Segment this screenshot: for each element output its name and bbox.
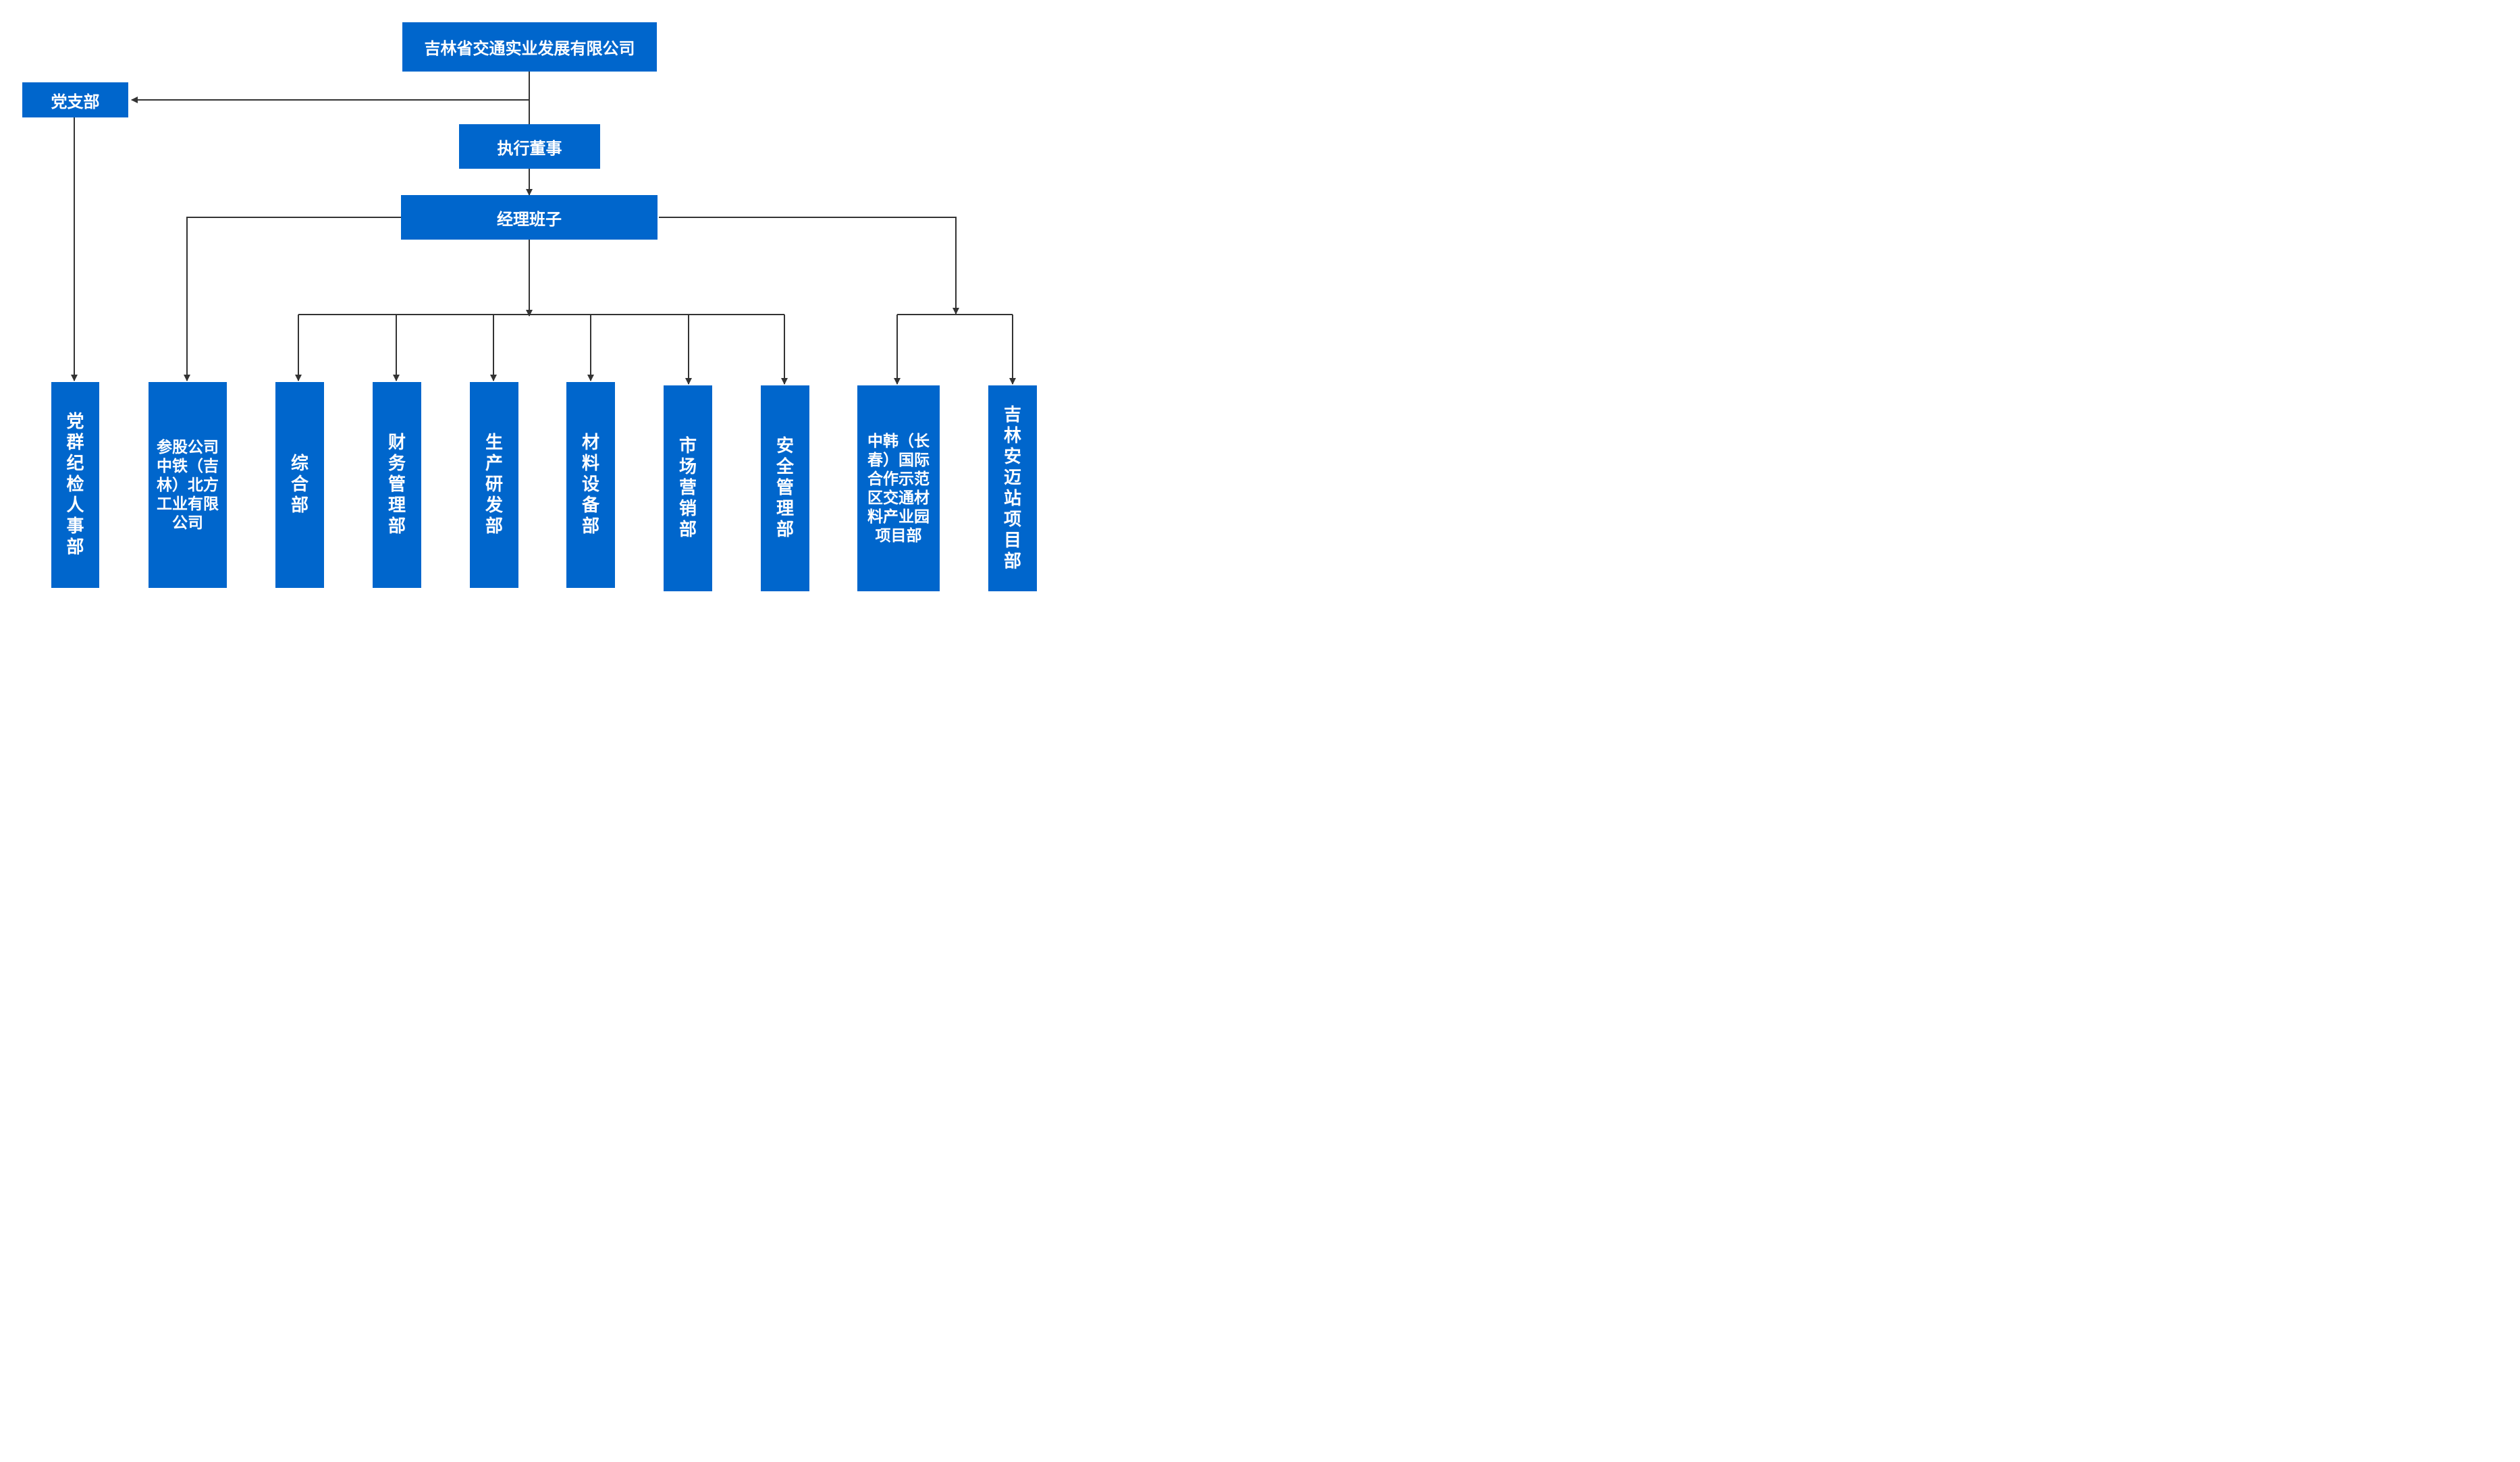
executive-director-label: 执行董事 [497,138,562,158]
link-management-equity [184,217,401,381]
anmai-station-project-label: 吉林安迈站项目部 [1003,404,1021,572]
party-discipline-hr-node: 党群纪检人事部 [51,382,99,588]
marketing-dept-label: 市场营销部 [678,436,697,540]
party-discipline-hr-label: 党群纪检人事部 [66,412,84,558]
marketing-dept-node: 市场营销部 [664,385,712,591]
safety-dept-label: 安全管理部 [776,436,794,540]
anmai-station-project-node: 吉林安迈站项目部 [988,385,1037,591]
rnd-dept-node: 生产研发部 [470,382,518,588]
materials-dept-label: 材料设备部 [581,433,599,537]
industrial-park-project-node: 中韩（长春）国际合作示范区交通材料产业园项目部 [857,385,940,591]
party-branch-node: 党支部 [22,82,128,117]
org-chart: 吉林省交通实业发展有限公司 党支部 执行董事 经理班子 党群纪检人事部 参股公司… [0,0,1058,614]
company-label: 吉林省交通实业发展有限公司 [424,39,635,58]
equity-company-node: 参股公司中铁（吉林）北方工业有限公司 [149,382,227,588]
connector-lines [71,72,1016,385]
general-dept-node: 综合部 [275,382,324,588]
safety-dept-node: 安全管理部 [761,385,809,591]
finance-dept-label: 财务管理部 [387,433,406,537]
management-team-node: 经理班子 [401,195,658,240]
equity-company-label: 参股公司中铁（吉林）北方工业有限公司 [157,438,219,532]
materials-dept-node: 材料设备部 [566,382,615,588]
rnd-dept-label: 生产研发部 [485,433,503,537]
party-branch-label: 党支部 [51,92,100,111]
management-team-label: 经理班子 [497,209,562,229]
executive-director-node: 执行董事 [459,124,600,169]
company-node: 吉林省交通实业发展有限公司 [402,22,657,72]
link-management-projects [659,217,959,315]
finance-dept-node: 财务管理部 [373,382,421,588]
industrial-park-project-label: 中韩（长春）国际合作示范区交通材料产业园项目部 [867,432,930,545]
general-dept-label: 综合部 [290,454,309,516]
